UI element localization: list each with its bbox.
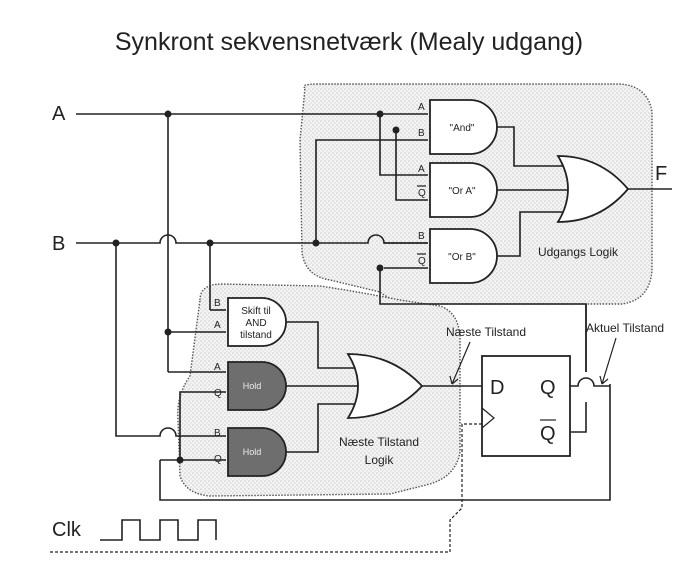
ff-d-label: D [490,377,504,399]
or-b-gate-label: "Or B" [448,252,476,263]
skift-gate-label-1: Skift til [241,306,270,317]
pin-b: B [214,298,221,309]
and-gate-skift [227,297,287,347]
wire-hold2-out [286,403,358,453]
input-a-label: A [52,103,66,125]
junction-dot [206,239,214,247]
or-gate-next-state [346,353,424,419]
skift-gate-label-2: AND [245,318,266,329]
junction-dot [112,239,120,247]
input-b-label: B [52,233,65,255]
d-flip-flop [481,355,571,457]
skift-gate-label-3: tilstand [240,330,272,341]
and-gate-hold-1 [227,361,287,411]
next-state-logic-label-2: Logik [365,453,395,467]
wire-qbar-to-or-a [395,130,428,201]
clock-input-triangle [481,407,495,429]
wire-b-to-and [315,139,428,243]
and-gate-hold-2 [227,427,287,477]
pin-b: B [418,128,425,139]
or-gate-output [556,155,630,223]
junction-dot [164,110,172,118]
pin-b: B [214,428,221,439]
clock-line [50,423,482,553]
wire-q-feedback-bottom [159,384,611,501]
diagram-title: Synkront sekvensnetværk (Mealy udgang) [115,28,583,56]
pin-a: A [214,362,221,373]
and-gate-or-a [429,162,498,218]
and-gate-or-b [429,228,498,284]
current-state-arrow [599,337,617,385]
clock-label: Clk [52,519,82,541]
hold-2-label: Hold [243,447,262,457]
junction-dot [164,328,172,336]
and-gate-label: "And" [450,123,475,134]
pin-a: A [418,164,425,175]
wire-b-vertical-hold2 [115,243,226,437]
pin-qbar: Q [418,256,426,267]
pin-q: Q [214,388,222,399]
next-state-arrow [449,341,471,385]
clock-waveform [100,519,217,541]
ff-qbar-label: Q [540,423,556,445]
pin-b: B [418,231,425,242]
output-f-label: F [655,163,667,185]
wire-qbar-out [570,402,587,433]
wire-b [76,234,428,244]
current-state-note: Aktuel Tilstand [586,321,664,335]
junction-dot [376,264,384,272]
and-gate-and [429,99,498,155]
next-state-logic-label-1: Næste Tilstand [339,435,419,449]
wire-a-to-or-a [379,114,428,176]
or-a-gate-label: "Or A" [448,186,476,197]
ff-q-label: Q [540,377,556,399]
wire-or-b-out [497,211,566,257]
pin-qbar: Q [418,188,426,199]
hold-1-label: Hold [243,381,262,391]
wire-q-to-holds [179,391,226,461]
output-logic-label: Udgangs Logik [538,245,619,259]
pin-a: A [418,102,425,113]
wire-q-out [570,377,610,387]
wire-skift-out [286,321,358,369]
junction-dot [312,239,320,247]
junction-dot [376,110,384,118]
pin-a: A [214,320,221,331]
junction-dot [392,126,400,134]
next-state-note: Næste Tilstand [446,325,526,339]
wire-and-out [497,126,566,167]
